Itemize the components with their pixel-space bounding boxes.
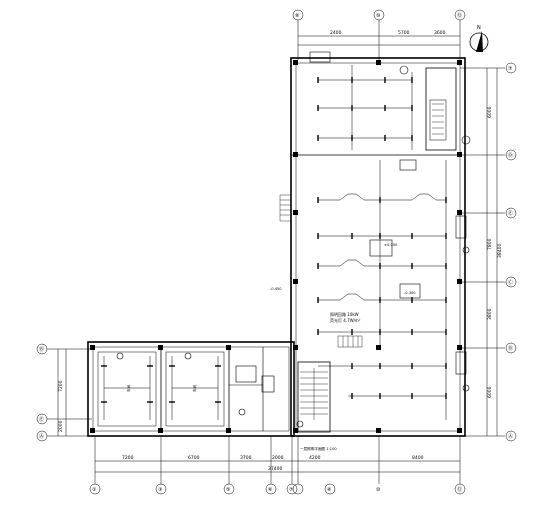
room-note-line2: 荧光灯 4.7W/m² <box>330 317 361 323</box>
left-axis-1-label: Ⓑ <box>39 346 44 353</box>
left-axis-3-label: Ⓐ <box>39 433 44 440</box>
bottom-dim-5: 4200 <box>309 455 321 461</box>
right-dim-4: 6000 <box>487 386 493 398</box>
left-axis-2-label: Ⓔ <box>39 416 44 423</box>
right-dim-2: 7800 <box>487 238 493 250</box>
north-arrow: N <box>469 25 489 52</box>
drawing-caption: 一层照明平面图 1:100 <box>300 446 337 451</box>
bottom-axis-1-label: ① <box>92 487 97 493</box>
right-axis-1-label: ⑦ <box>508 66 513 72</box>
bottom-dim-1: 7200 <box>122 455 134 461</box>
level-mark-mid: -0.300 <box>404 291 416 295</box>
top-axis-3-label: ⑫ <box>457 12 462 19</box>
room-label-a: 车间 <box>126 384 131 392</box>
bottom-dim-3: 3700 <box>240 455 252 461</box>
bottom-axis-2-label: ③ <box>158 487 162 493</box>
north-label: N <box>477 25 481 31</box>
right-axis-4-label: Ⓒ <box>508 279 513 286</box>
left-dim-2: 2000 <box>58 420 64 432</box>
left-grid-axes <box>36 343 92 442</box>
right-dim-3: 3800 <box>487 308 493 320</box>
top-axis-2-label: ⑩ <box>376 13 381 19</box>
building-walls <box>87 57 466 437</box>
bottom-grid-axes <box>89 436 466 495</box>
level-mark-left: -0.450 <box>270 287 282 291</box>
room-label-b: 车间 <box>192 384 197 392</box>
staircase <box>300 103 444 420</box>
distribution-boxes <box>116 51 471 428</box>
bottom-axis-4-label: ⑥ <box>268 487 273 493</box>
bottom-axis-5-label: ⑦ <box>289 487 294 493</box>
bottom-axis-6-label: ⑧ <box>327 487 332 493</box>
right-axis-5-label: Ⓑ <box>508 345 513 352</box>
bottom-axis-7-label: ⑩ <box>376 487 381 493</box>
top-grid-axes <box>292 9 466 60</box>
top-axis-1-label: ⑧ <box>295 13 300 19</box>
room-note-line1: 照明回路 10kW <box>330 311 359 317</box>
bottom-dim-2: 6700 <box>188 455 200 461</box>
top-dim-2: 5700 <box>398 30 410 36</box>
bottom-dim-6: 8400 <box>412 455 424 461</box>
top-dim-3: 3600 <box>434 30 446 36</box>
external-steps <box>279 194 363 348</box>
right-axis-3-label: Ⓔ <box>508 210 513 217</box>
bottom-dim-total: 37400 <box>268 466 282 472</box>
right-axis-6-label: Ⓐ <box>508 433 513 440</box>
bottom-axis-8-label: ⑫ <box>457 486 462 493</box>
bottom-dim-4: 2000 <box>272 455 284 461</box>
right-dim-1: 6000 <box>487 106 493 118</box>
right-dim-total: 38400 <box>497 244 503 258</box>
right-grid-axes <box>460 62 517 442</box>
right-axis-2-label: Ⓓ <box>508 152 513 159</box>
bottom-axis-3-label: ⑤ <box>226 487 230 493</box>
light-fixtures <box>101 77 447 403</box>
top-dim-1: 2400 <box>330 30 342 36</box>
left-dim-1: 7200 <box>58 380 64 392</box>
level-mark-main: ±0.000 <box>384 243 398 247</box>
